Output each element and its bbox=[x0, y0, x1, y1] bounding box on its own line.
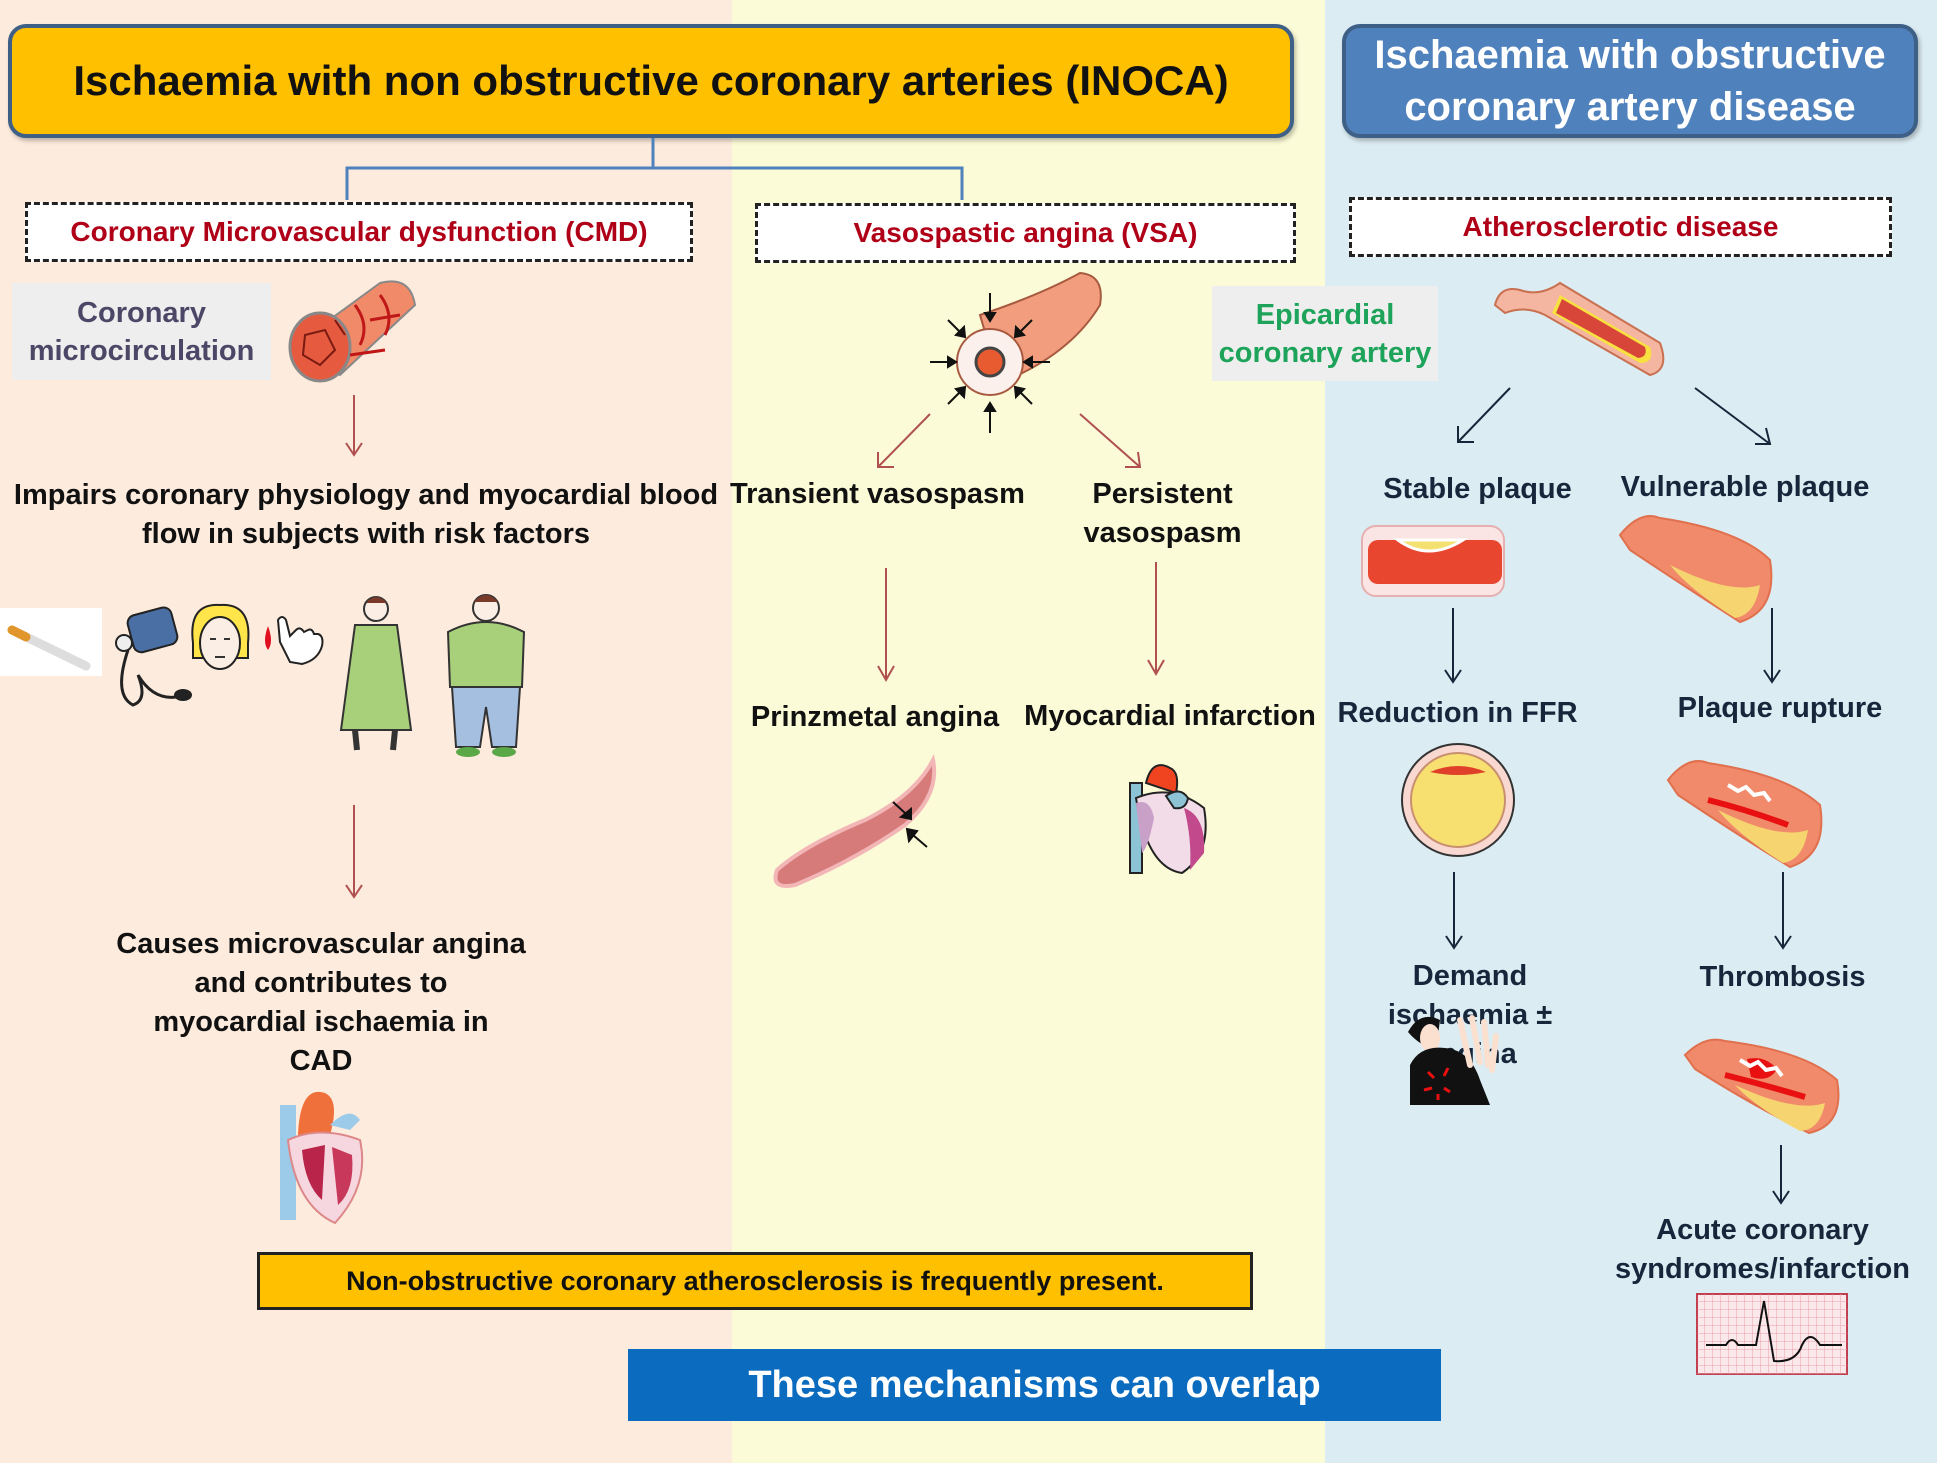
epicardial-label-line1: Epicardial bbox=[1255, 298, 1395, 331]
narrowed-artery-icon bbox=[773, 753, 937, 888]
overlap-banner: These mechanisms can overlap bbox=[628, 1349, 1441, 1421]
cmd-step1-line1: Impairs coronary physiology and myocardi… bbox=[13, 479, 719, 511]
overlap-banner-text: These mechanisms can overlap bbox=[748, 1363, 1321, 1406]
persistent-vasospasm-label: Persistent vasospasm bbox=[1030, 475, 1295, 553]
atherosclerotic-artery-icon bbox=[1493, 281, 1665, 377]
inoca-header: Ischaemia with non obstructive coronary … bbox=[8, 24, 1294, 138]
microvessel-icon bbox=[288, 280, 417, 383]
female-face-icon bbox=[191, 603, 250, 670]
cmd-step1-text: Impairs coronary physiology and myocardi… bbox=[0, 476, 732, 554]
stable-plaque-label: Stable plaque bbox=[1383, 473, 1572, 505]
inoca-header-text: Ischaemia with non obstructive coronary … bbox=[73, 57, 1229, 104]
plaque-rupture-icon bbox=[1666, 760, 1823, 869]
athero-category-text: Atherosclerotic disease bbox=[1462, 211, 1779, 242]
heart-icon bbox=[1129, 764, 1207, 875]
ecg-icon bbox=[1696, 1293, 1848, 1375]
reduction-ffr-label: Reduction in FFR bbox=[1337, 697, 1578, 729]
transient-arrow bbox=[877, 568, 895, 683]
obstructive-header: Ischaemia with obstructive coronary arte… bbox=[1342, 24, 1918, 138]
cmd-arrow-1 bbox=[345, 395, 363, 457]
vulnerable-arrow bbox=[1763, 608, 1781, 684]
blood-pressure-icon bbox=[115, 606, 192, 707]
chest-pain-person-icon bbox=[1408, 1015, 1499, 1105]
vsa-split-arrows bbox=[877, 413, 1142, 468]
ffr-arrow bbox=[1445, 872, 1463, 950]
persistent-arrow bbox=[1147, 562, 1165, 677]
ffr-cross-section-icon bbox=[1401, 743, 1515, 857]
transient-vasospasm-label: Transient vasospasm bbox=[730, 478, 1025, 510]
rupture-arrow bbox=[1774, 872, 1792, 950]
diabetes-finger-prick-icon bbox=[265, 616, 324, 666]
cmd-step2-line4: CAD bbox=[289, 1045, 353, 1077]
thrombosis-icon bbox=[1683, 1038, 1840, 1135]
smoking-icon bbox=[0, 608, 102, 676]
acs-line2: syndromes/infarction bbox=[1615, 1253, 1910, 1285]
microcirculation-label-line2: microcirculation bbox=[28, 334, 255, 367]
cmd-arrow-2 bbox=[345, 805, 363, 899]
acs-line1: Acute coronary bbox=[1656, 1214, 1869, 1246]
cmd-category-text: Coronary Microvascular dysfunction (CMD) bbox=[70, 216, 648, 247]
demand-line1: Demand bbox=[1412, 960, 1528, 992]
atherosclerosis-note: Non-obstructive coronary atherosclerosis… bbox=[257, 1252, 1253, 1310]
epicardial-label-line2: coronary artery bbox=[1218, 336, 1432, 369]
stable-plaque-icon bbox=[1361, 525, 1505, 597]
cmd-step2-text: Causes microvascular angina and contribu… bbox=[80, 925, 562, 1081]
microcirculation-label-line1: Coronary bbox=[77, 296, 206, 329]
cmd-category-box: Coronary Microvascular dysfunction (CMD) bbox=[25, 202, 693, 262]
vulnerable-plaque-label: Vulnerable plaque bbox=[1620, 471, 1870, 503]
obstructive-header-line2: coronary artery disease bbox=[1404, 85, 1856, 129]
cmd-step2-line2: and contributes to bbox=[194, 967, 448, 999]
cmd-step2-line1: Causes microvascular angina bbox=[116, 928, 526, 960]
cmd-step1-line2: flow in subjects with risk factors bbox=[142, 518, 590, 550]
persistent-line1: Persistent bbox=[1092, 478, 1233, 510]
prinzmetal-angina-label: Prinzmetal angina bbox=[750, 701, 1000, 733]
epicardial-artery-label: Epicardial coronary artery bbox=[1212, 286, 1438, 381]
obstructive-header-line1: Ischaemia with obstructive bbox=[1374, 33, 1886, 77]
acs-label: Acute coronary syndromes/infarction bbox=[1595, 1211, 1930, 1289]
heart-cross-section-icon bbox=[280, 1091, 364, 1225]
microcirculation-label: Coronary microcirculation bbox=[12, 283, 271, 380]
cmd-step2-line3: myocardial ischaemia in bbox=[153, 1006, 489, 1038]
athero-split-arrows bbox=[1457, 387, 1772, 445]
persistent-line2: vasospasm bbox=[1083, 517, 1242, 549]
vulnerable-plaque-icon bbox=[1618, 515, 1773, 624]
thrombosis-label: Thrombosis bbox=[1699, 961, 1866, 993]
vsa-category-box: Vasospastic angina (VSA) bbox=[755, 203, 1296, 263]
myocardial-infarction-label: Myocardial infarction bbox=[1024, 700, 1316, 732]
vasospasm-artery-icon bbox=[930, 271, 1102, 433]
obese-male-icon bbox=[446, 594, 526, 757]
vsa-category-text: Vasospastic angina (VSA) bbox=[853, 217, 1198, 248]
atherosclerosis-note-text: Non-obstructive coronary atherosclerosis… bbox=[346, 1265, 1164, 1296]
plaque-rupture-label: Plaque rupture bbox=[1677, 692, 1883, 724]
stable-arrow bbox=[1444, 608, 1462, 684]
obese-female-icon bbox=[339, 596, 413, 751]
header-connector bbox=[345, 138, 964, 200]
athero-category-box: Atherosclerotic disease bbox=[1349, 197, 1892, 257]
thrombosis-arrow bbox=[1772, 1145, 1790, 1205]
